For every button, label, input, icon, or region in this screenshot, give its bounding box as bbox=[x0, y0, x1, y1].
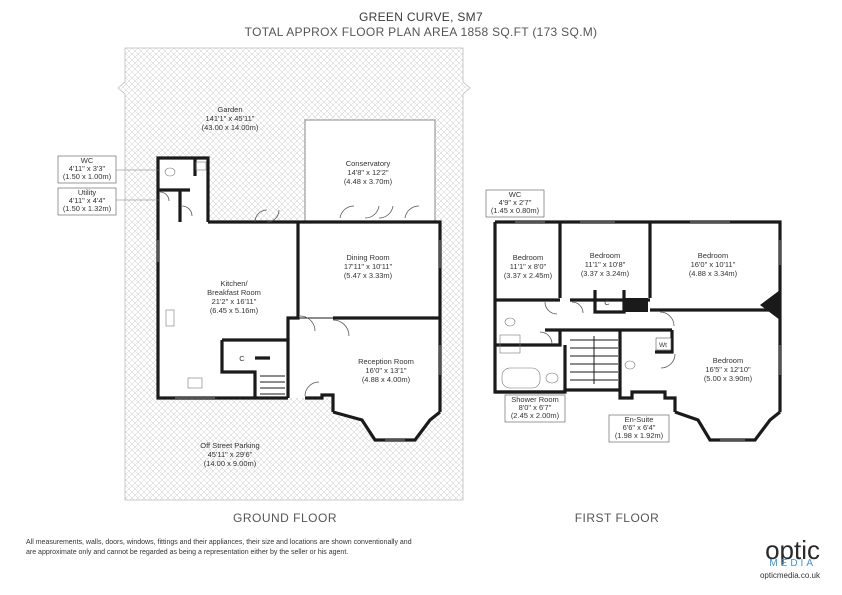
first-floor: C Wt Bedroom 11'1" x 8'0" (3.37 x 2.45m)… bbox=[485, 189, 782, 525]
svg-text:(43.00 x 14.00m): (43.00 x 14.00m) bbox=[202, 123, 259, 132]
ground-exterior-walls bbox=[156, 156, 442, 412]
svg-text:4'11" x 3'3": 4'11" x 3'3" bbox=[69, 164, 106, 173]
svg-text:Conservatory: Conservatory bbox=[346, 159, 391, 168]
svg-text:(1.98 x 1.92m): (1.98 x 1.92m) bbox=[615, 431, 664, 440]
svg-text:(4.88 x 3.34m): (4.88 x 3.34m) bbox=[689, 269, 738, 278]
svg-text:4'9" x 2'7": 4'9" x 2'7" bbox=[499, 198, 532, 207]
svg-text:(3.37 x 3.24m): (3.37 x 3.24m) bbox=[581, 269, 630, 278]
svg-text:Bedroom: Bedroom bbox=[713, 356, 743, 365]
bedroom-3-label: Bedroom 16'0" x 10'11" (4.88 x 3.34m) bbox=[689, 251, 738, 278]
svg-text:Bedroom: Bedroom bbox=[590, 251, 620, 260]
svg-text:(5.47 x 3.33m): (5.47 x 3.33m) bbox=[344, 271, 393, 280]
svg-text:Off Street Parking: Off Street Parking bbox=[200, 441, 259, 450]
svg-text:(1.50 x 1.00m): (1.50 x 1.00m) bbox=[63, 172, 112, 181]
svg-text:4'11" x 4'4": 4'11" x 4'4" bbox=[69, 196, 106, 205]
svg-text:Utility: Utility bbox=[78, 188, 97, 197]
wc-ground-callout: WC 4'11" x 3'3" (1.50 x 1.00m) bbox=[57, 155, 160, 184]
svg-text:(3.37 x 2.45m): (3.37 x 2.45m) bbox=[504, 271, 553, 280]
optic-media-logo: optic MEDIA opticmedia.co.uk bbox=[730, 535, 820, 580]
water-tank-marker: Wt bbox=[659, 342, 667, 349]
svg-text:Shower Room: Shower Room bbox=[511, 395, 559, 404]
svg-text:En-Suite: En-Suite bbox=[625, 415, 654, 424]
ground-floor: C Garden 141'1" x 45'11" (43.00 x 14.00m… bbox=[57, 47, 471, 525]
svg-text:Reception Room: Reception Room bbox=[358, 357, 414, 366]
svg-text:(6.45 x 5.16m): (6.45 x 5.16m) bbox=[210, 306, 259, 315]
disclaimer-text: All measurements, walls, doors, windows,… bbox=[26, 539, 412, 556]
plan-subtitle: TOTAL APPROX FLOOR PLAN AREA 1858 SQ.FT … bbox=[244, 25, 598, 39]
reception-room-label: Reception Room 16'0" x 13'1" (4.88 x 4.0… bbox=[358, 357, 414, 384]
wc-first-callout: WC 4'9" x 2'7" (1.45 x 0.80m) bbox=[485, 189, 545, 218]
svg-text:WC: WC bbox=[81, 156, 94, 165]
svg-text:Bedroom: Bedroom bbox=[698, 251, 728, 260]
bedroom-4-label: Bedroom 16'5" x 12'10" (5.00 x 3.90m) bbox=[704, 356, 753, 383]
first-floor-label: FIRST FLOOR bbox=[575, 511, 660, 525]
svg-text:(5.00 x 3.90m): (5.00 x 3.90m) bbox=[704, 374, 753, 383]
svg-text:(1.45 x 0.80m): (1.45 x 0.80m) bbox=[491, 206, 540, 215]
svg-text:Garden: Garden bbox=[217, 105, 242, 114]
svg-text:8'0" x 6'7": 8'0" x 6'7" bbox=[519, 403, 552, 412]
svg-text:Bedroom: Bedroom bbox=[513, 253, 543, 262]
svg-text:45'11" x 29'6": 45'11" x 29'6" bbox=[208, 450, 253, 459]
svg-text:Breakfast Room: Breakfast Room bbox=[207, 288, 261, 297]
en-suite-callout: En-Suite 6'6" x 6'4" (1.98 x 1.92m) bbox=[608, 414, 670, 443]
logo-subtext: MEDIA bbox=[769, 558, 816, 569]
ground-floor-label: GROUND FLOOR bbox=[233, 511, 337, 525]
shower-room-callout: Shower Room 8'0" x 6'7" (2.45 x 2.00m) bbox=[504, 394, 566, 423]
svg-text:(4.48 x 3.70m): (4.48 x 3.70m) bbox=[344, 177, 393, 186]
svg-text:141'1" x 45'11": 141'1" x 45'11" bbox=[206, 114, 255, 123]
svg-text:14'8" x 12'2": 14'8" x 12'2" bbox=[347, 168, 388, 177]
svg-text:17'11" x 10'11": 17'11" x 10'11" bbox=[344, 262, 393, 271]
svg-text:(4.88 x 4.00m): (4.88 x 4.00m) bbox=[362, 375, 411, 384]
bedroom-1-label: Bedroom 11'1" x 8'0" (3.37 x 2.45m) bbox=[504, 253, 553, 280]
utility-callout: Utility 4'11" x 4'4" (1.50 x 1.32m) bbox=[57, 187, 160, 216]
svg-text:(2.45 x 2.00m): (2.45 x 2.00m) bbox=[511, 411, 560, 420]
cupboard-marker-ground: C bbox=[239, 354, 245, 363]
svg-text:11'1" x 10'8": 11'1" x 10'8" bbox=[585, 260, 626, 269]
bedroom-2-label: Bedroom 11'1" x 10'8" (3.37 x 3.24m) bbox=[581, 251, 630, 278]
svg-text:11'1" x 8'0": 11'1" x 8'0" bbox=[510, 262, 547, 271]
parking-label: Off Street Parking 45'11" x 29'6" (14.00… bbox=[200, 441, 259, 468]
kitchen-label: Kitchen/ Breakfast Room 21'2" x 16'11" (… bbox=[207, 279, 261, 315]
logo-url: opticmedia.co.uk bbox=[759, 571, 820, 580]
svg-text:6'6" x 6'4": 6'6" x 6'4" bbox=[623, 423, 656, 432]
svg-text:16'0" x 10'11": 16'0" x 10'11" bbox=[691, 260, 736, 269]
water-tank-box bbox=[655, 337, 672, 351]
svg-text:16'5" x 12'10": 16'5" x 12'10" bbox=[705, 365, 751, 374]
svg-text:(14.00 x 9.00m): (14.00 x 9.00m) bbox=[204, 459, 257, 468]
cupboard-marker-first: C bbox=[604, 298, 610, 307]
svg-text:WC: WC bbox=[509, 190, 522, 199]
plan-title: GREEN CURVE, SM7 bbox=[359, 10, 483, 24]
logo-wordmark: optic bbox=[765, 535, 820, 565]
svg-text:21'2" x 16'11": 21'2" x 16'11" bbox=[212, 297, 257, 306]
dining-room-label: Dining Room 17'11" x 10'11" (5.47 x 3.33… bbox=[344, 253, 393, 280]
svg-text:16'0" x 13'1": 16'0" x 13'1" bbox=[365, 366, 406, 375]
svg-text:Kitchen/: Kitchen/ bbox=[220, 279, 248, 288]
svg-text:(1.50 x 1.32m): (1.50 x 1.32m) bbox=[63, 204, 112, 213]
garden-label: Garden 141'1" x 45'11" (43.00 x 14.00m) bbox=[202, 105, 259, 132]
conservatory-label: Conservatory 14'8" x 12'2" (4.48 x 3.70m… bbox=[344, 159, 393, 186]
floor-plan-drawing: C Garden 141'1" x 45'11" (43.00 x 14.00m… bbox=[57, 47, 782, 525]
svg-text:Dining Room: Dining Room bbox=[346, 253, 389, 262]
